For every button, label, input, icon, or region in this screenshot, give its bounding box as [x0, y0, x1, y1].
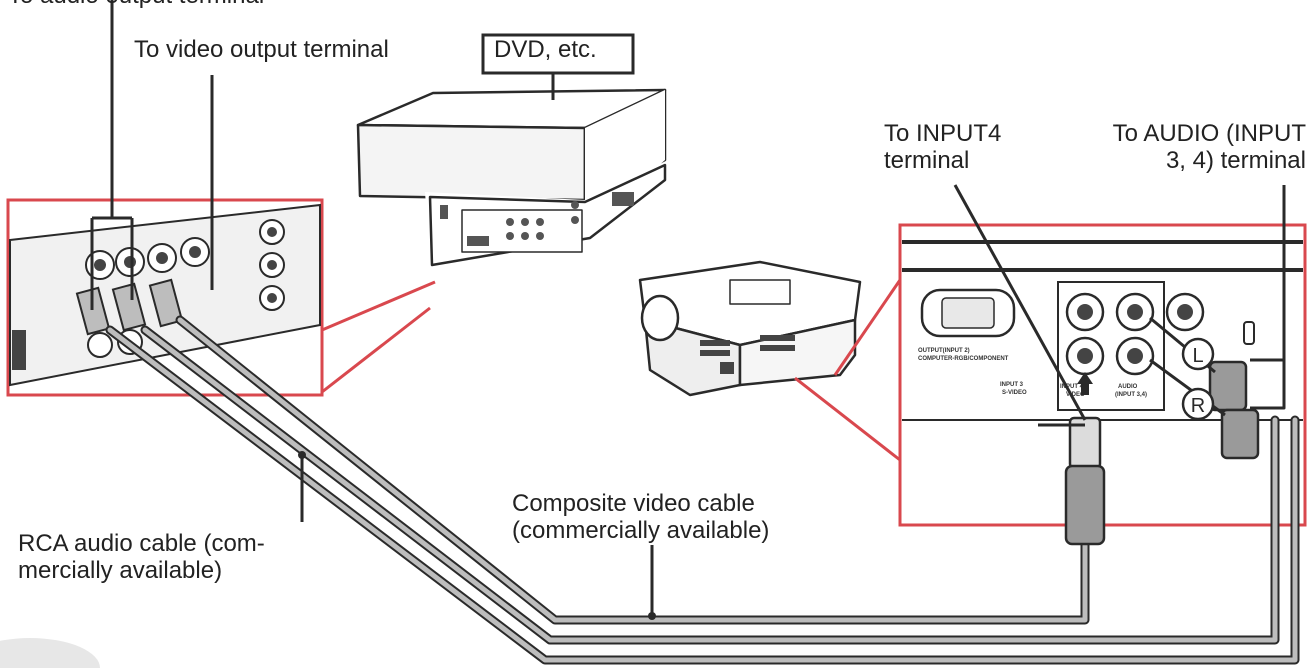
plug-r-badge: R: [1181, 387, 1215, 421]
label-audio-input-terminal: To AUDIO (INPUT 3, 4) terminal: [1112, 120, 1306, 174]
label-audio: AUDIO: [1118, 384, 1138, 390]
label-video: VIDEO: [1066, 392, 1085, 398]
label-video-output-terminal: To video output terminal: [134, 36, 389, 63]
dvd-panel-callout: [6, 198, 436, 397]
label-computer-component: COMPUTER-RGB/COMPONENT: [918, 356, 1009, 362]
label-rca-audio-cable: RCA audio cable (com- mercially availabl…: [18, 530, 265, 584]
label-dvd: DVD, etc.: [494, 36, 597, 63]
projector: [638, 260, 862, 397]
plug-r-label: R: [1191, 395, 1205, 417]
label-input4-terminal: To INPUT4 terminal: [884, 120, 1002, 174]
dvd-label-box: [481, 33, 635, 75]
label-input4-panel: INPUT 4: [1060, 384, 1084, 390]
video-plug: [1064, 416, 1106, 546]
leader-lines: [90, 0, 1286, 616]
corner-decoration: [0, 638, 100, 668]
label-input34: (INPUT 3,4): [1115, 392, 1147, 398]
label-composite-video-cable: Composite video cable (commercially avai…: [512, 490, 770, 544]
label-input3: INPUT 3: [1000, 382, 1024, 388]
label-audio-output-terminal: To audio output terminal: [8, 0, 264, 9]
label-output-input2: OUTPUT(INPUT 2): [918, 348, 970, 354]
label-svideo: S-VIDEO: [1002, 390, 1027, 396]
cables: [105, 315, 1300, 665]
plug-l-badge: L: [1181, 337, 1215, 371]
plug-l-label: L: [1192, 345, 1203, 367]
dvd-player: [356, 88, 667, 267]
